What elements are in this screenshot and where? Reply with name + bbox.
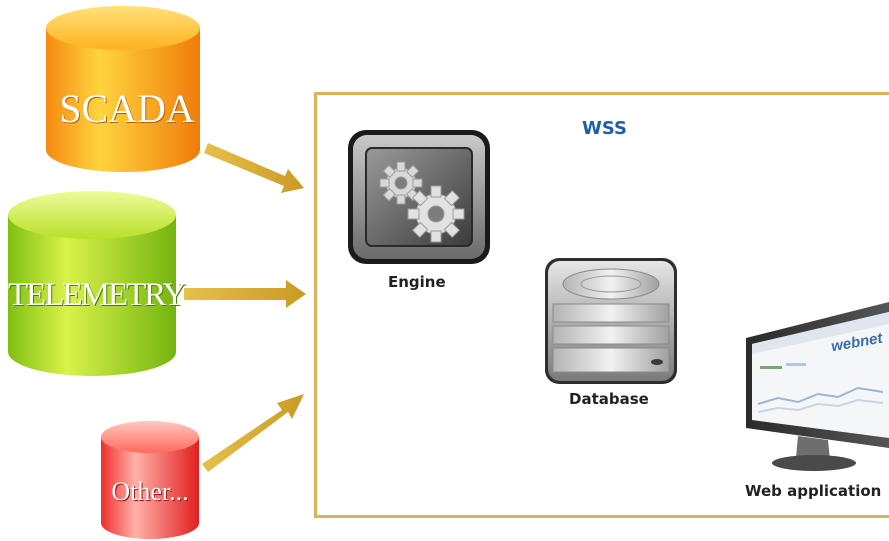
wss-title: WSS (582, 118, 627, 139)
arrow-other (202, 394, 304, 472)
engine-label: Engine (388, 273, 446, 291)
scada-label: SCADA (59, 86, 195, 131)
database-label: Database (569, 390, 649, 408)
other-cylinder (101, 421, 199, 539)
monitor-icon (746, 302, 889, 471)
telemetry-cylinder (8, 191, 176, 376)
wss-container (314, 92, 889, 518)
web-application-label: Web application (745, 482, 882, 500)
gears-icon (348, 130, 490, 264)
database-server-icon (545, 258, 677, 384)
other-label: Other... (111, 477, 189, 506)
arrow-telemetry (184, 280, 306, 308)
scada-cylinder (46, 6, 200, 172)
telemetry-label: TELEMETRY (8, 277, 186, 313)
arrow-scada (204, 143, 304, 193)
